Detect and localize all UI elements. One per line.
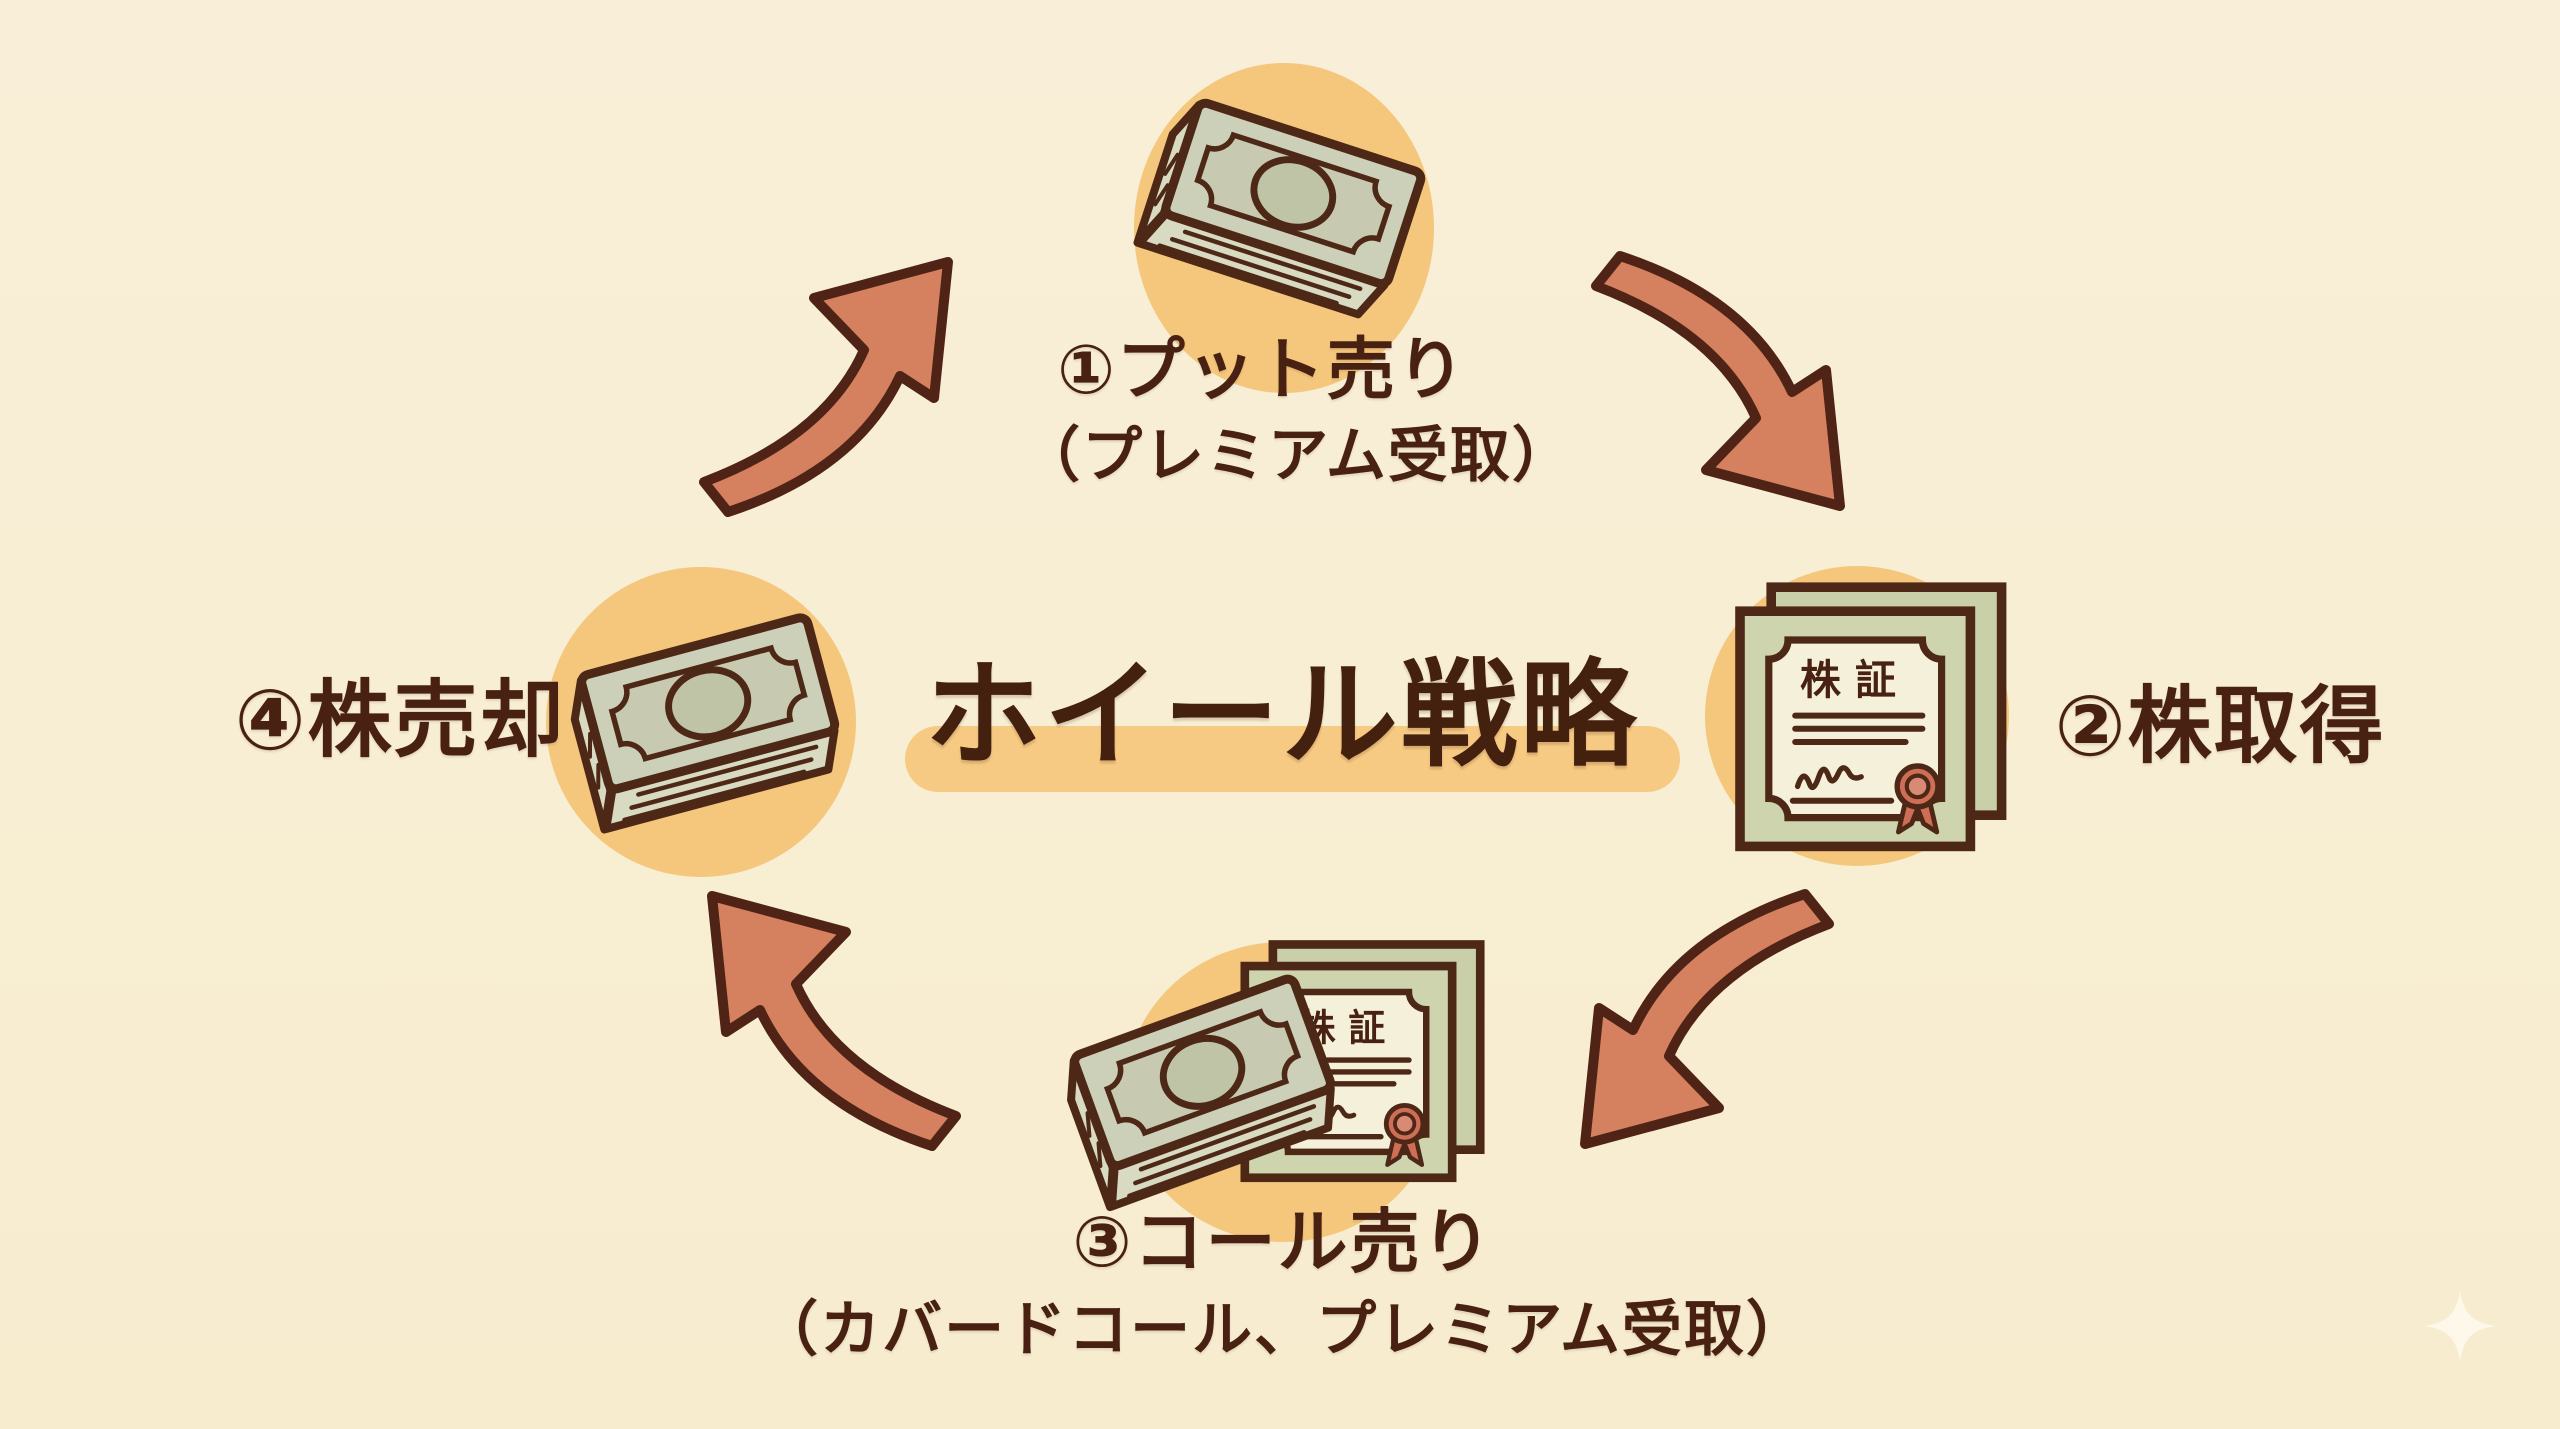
money-stack-icon — [1128, 74, 1438, 374]
step-1-sublabel: （プレミアム受取） — [1020, 421, 1574, 491]
sparkle-icon — [2424, 1290, 2496, 1362]
arrow-step4-to-step1 — [688, 228, 988, 528]
title-highlight — [905, 726, 1680, 792]
arrow-step1-to-step2 — [1580, 240, 1880, 540]
diagram-title: ホイール戦略 — [925, 648, 1639, 783]
step-2-label: ②株取得 — [2054, 677, 2386, 775]
money-and-certificate-icon — [1062, 928, 1502, 1248]
arrow-step3-to-step4 — [672, 862, 972, 1162]
step-1-label: ①プット売り — [1057, 331, 1467, 410]
money-stack-icon — [548, 572, 868, 872]
step-3-label: ③コール売り — [1072, 1201, 1494, 1283]
stock-certificate-icon — [1722, 574, 2022, 874]
step-4-label: ④株売却 — [234, 671, 566, 769]
step-3-sublabel: （カバードコール、プレミアム受取） — [758, 1295, 1808, 1365]
arrow-step2-to-step3 — [1545, 878, 1845, 1178]
